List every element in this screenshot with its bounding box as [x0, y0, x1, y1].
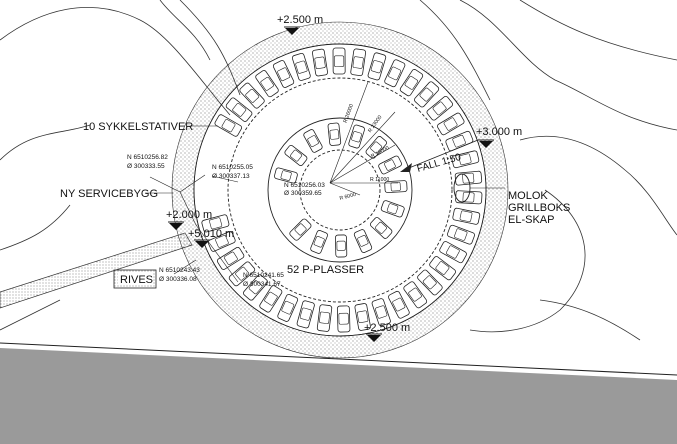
demolish-box: RIVES	[113, 269, 157, 289]
svg-text:Ø 300337.13: Ø 300337.13	[212, 173, 250, 180]
radius-label-r5: R 6000	[339, 192, 357, 202]
parking-space-inner	[369, 217, 393, 239]
radius-label-r4: R 11000	[370, 177, 389, 183]
bike-racks-label: 10 SYKKELSTATIVER	[83, 121, 193, 133]
elevation-marker-right: +3.000 m	[476, 126, 522, 148]
parking-space-outer	[371, 298, 391, 327]
parking-space-outer	[255, 70, 279, 98]
parking-space-inner	[303, 129, 323, 153]
parking-space-outer	[437, 112, 465, 136]
parking-space-inner	[327, 122, 342, 146]
svg-text:Ø 300336.08: Ø 300336.08	[159, 276, 197, 283]
coordinate-label-1: N 6510256.82 Ø 300333.55	[127, 154, 168, 170]
parking-space-outer	[399, 69, 424, 97]
parking-space-outer	[445, 130, 474, 152]
molok-symbol	[453, 173, 505, 203]
parking-space-outer	[414, 81, 440, 108]
svg-text:Ø 300333.55: Ø 300333.55	[127, 163, 165, 170]
inner-parking-ring	[274, 122, 408, 258]
parking-space-outer	[216, 246, 245, 270]
parking-space-outer	[291, 52, 311, 81]
parking-space-outer	[451, 150, 480, 169]
service-building-label: NY SERVICEBYGG	[60, 188, 158, 200]
parking-space-inner	[378, 155, 402, 175]
parking-space-inner	[310, 230, 328, 254]
demolish-label: RIVES	[120, 274, 153, 286]
parking-space-outer	[243, 274, 268, 301]
parking-space-inner	[335, 234, 348, 258]
coordinate-label-5: N 6510241.65 Ø 300341.67	[243, 272, 284, 288]
svg-text:N 6510243.43: N 6510243.43	[159, 267, 200, 274]
parking-space-outer	[417, 269, 443, 296]
elevation-marker-bottom: +2.500 m	[364, 322, 410, 342]
parking-count-label: 52 P-PLASSER	[287, 264, 364, 276]
parking-space-outer	[403, 281, 428, 309]
parking-space-inner	[274, 167, 298, 184]
parking-space-outer	[332, 47, 346, 75]
parking-space-outer	[296, 300, 315, 329]
parking-space-outer	[259, 285, 283, 313]
parking-space-inner	[348, 124, 365, 149]
parking-space-outer	[350, 48, 367, 77]
svg-text:N 6510256.03: N 6510256.03	[284, 182, 325, 189]
parking-space-inner	[353, 229, 373, 253]
parking-space-outer	[201, 214, 230, 233]
el-cabinet-label: EL-SKAP	[508, 214, 554, 226]
parking-space-outer	[452, 207, 481, 225]
parking-space-outer	[207, 231, 236, 252]
elevation-marker-left-upper: +5.010 m	[188, 228, 234, 248]
parking-space-outer	[277, 294, 299, 322]
svg-text:N 6510241.65: N 6510241.65	[243, 272, 284, 279]
parking-space-outer	[312, 48, 328, 77]
parking-space-outer	[384, 59, 406, 88]
parking-space-outer	[316, 304, 333, 332]
coordinate-label-4: N 6510243.43 Ø 300336.08	[159, 267, 200, 283]
parking-space-outer	[454, 170, 483, 186]
molok-label: MOLOK	[508, 190, 548, 202]
parking-space-inner	[289, 218, 312, 241]
svg-text:+3.000 m: +3.000 m	[476, 126, 522, 138]
road	[0, 342, 677, 444]
parking-space-outer	[429, 256, 456, 281]
parking-space-outer	[336, 305, 351, 333]
elevation-marker-left-lower: +2.000 m	[166, 209, 212, 230]
parking-space-outer	[367, 52, 387, 81]
svg-text:+2.000 m: +2.000 m	[166, 209, 212, 221]
parking-space-inner	[380, 200, 405, 218]
parking-space-outer	[426, 95, 454, 121]
coordinate-label-2: N 6510255.05 Ø 300337.13	[212, 164, 253, 180]
parking-space-inner	[284, 144, 308, 166]
slope-label: FALL 1:50	[416, 152, 463, 175]
parking-space-outer	[228, 261, 256, 287]
leader-lines	[145, 125, 239, 283]
parking-space-outer	[439, 241, 467, 264]
parking-space-outer	[239, 82, 265, 109]
radius-labels: R 26000 R 23000 R 16000 R 11000 R 6000	[339, 103, 390, 202]
elevation-marker-top: +2.500 m	[277, 14, 323, 35]
outer-parking-ring	[201, 47, 483, 333]
parking-space-outer	[214, 114, 243, 137]
parking-space-inner	[384, 180, 408, 194]
ring-lines	[193, 43, 487, 337]
parking-space-outer	[455, 190, 483, 205]
parking-space-outer	[447, 224, 475, 245]
svg-text:N 6510255.05: N 6510255.05	[212, 164, 253, 171]
svg-text:+2.500 m: +2.500 m	[277, 14, 323, 26]
svg-text:+2.500 m: +2.500 m	[364, 322, 410, 334]
svg-text:N 6510256.82: N 6510256.82	[127, 154, 168, 161]
svg-text:+5.010 m: +5.010 m	[188, 228, 234, 240]
coordinate-label-3: N 6510256.03 Ø 300359.65	[284, 182, 325, 197]
grill-label: GRILLBOKS	[508, 202, 570, 214]
parking-space-outer	[272, 60, 295, 88]
parking-space-outer	[225, 97, 253, 122]
parking-space-inner	[365, 136, 387, 159]
parking-space-outer	[354, 303, 371, 331]
radius-lines	[329, 81, 398, 196]
svg-text:Ø 300359.65: Ø 300359.65	[284, 190, 322, 197]
svg-text:Ø 300341.67: Ø 300341.67	[243, 281, 281, 288]
parking-space-outer	[388, 290, 410, 319]
terrain-lines	[0, 0, 677, 341]
